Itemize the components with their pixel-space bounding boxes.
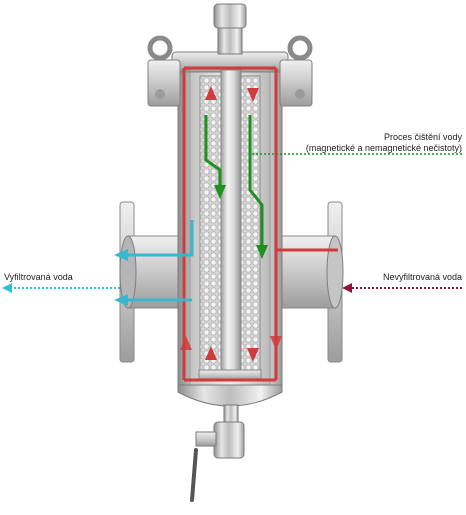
filter-cartridge-icon bbox=[198, 69, 262, 381]
flow-cyan-arrows bbox=[114, 220, 194, 306]
flow-red-arrows bbox=[180, 66, 338, 382]
vent-valve-icon bbox=[213, 3, 247, 55]
outlet-arrow bbox=[2, 283, 120, 293]
drain-valve-icon bbox=[190, 404, 245, 502]
right-flange bbox=[272, 201, 344, 363]
lifting-eye-icon bbox=[147, 35, 313, 107]
process-label-line2: (magnetické a nemagnetické nečistoty) bbox=[305, 143, 462, 153]
inlet-arrow bbox=[342, 283, 462, 293]
unfiltered-water-label: Nevyfiltrovaná voda bbox=[382, 272, 462, 282]
process-label-line1: Proces čištění vody bbox=[383, 132, 462, 142]
filtered-water-label: Vyfiltrovaná voda bbox=[4, 272, 73, 282]
flow-green-arrows bbox=[204, 115, 268, 259]
process-label: Proces čištění vody (magnetické a nemagn… bbox=[306, 132, 462, 154]
